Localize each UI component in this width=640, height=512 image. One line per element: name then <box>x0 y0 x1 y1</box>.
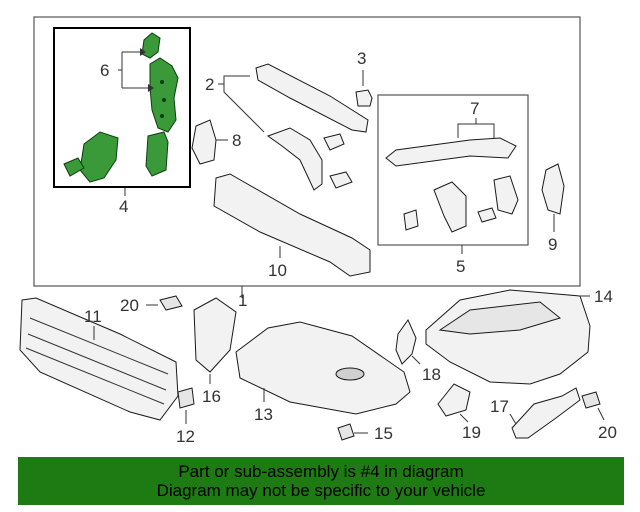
part-9-bracket[interactable] <box>541 163 565 215</box>
part-7-bracket-assembly[interactable] <box>385 137 517 167</box>
callout-17: 17 <box>490 397 509 416</box>
leader-6 <box>118 51 148 89</box>
main-assembly-box <box>33 16 581 287</box>
callout-4: 4 <box>119 197 128 216</box>
callout-14: 14 <box>594 287 613 306</box>
part-3-bolt[interactable] <box>355 70 373 107</box>
bolts-main[interactable] <box>323 133 353 189</box>
part-4-lower-bracket[interactable] <box>145 131 169 177</box>
leader-18 <box>411 355 421 365</box>
callout-13: 13 <box>254 405 273 424</box>
part-4-side-bracket[interactable] <box>63 131 119 183</box>
callout-15: 15 <box>374 424 393 443</box>
part-11-radiator-shroud[interactable] <box>19 297 179 421</box>
part-13-undercover[interactable] <box>235 321 411 415</box>
part-20-clip-right[interactable] <box>581 391 601 409</box>
banner-line-2: Diagram may not be specific to your vehi… <box>156 481 486 500</box>
part-5-components[interactable] <box>403 175 519 233</box>
part-16-bracket[interactable] <box>193 297 237 373</box>
part-20-clip-left[interactable] <box>159 295 183 311</box>
part-17-bracket[interactable] <box>511 387 581 439</box>
part-15-clip[interactable] <box>337 423 355 441</box>
leader-2 <box>218 75 265 133</box>
parts-diagram: 1 2 3 4 5 6 7 8 9 10 11 12 13 14 15 16 1… <box>19 16 617 446</box>
part-18-bracket[interactable] <box>395 318 417 365</box>
callout-16: 16 <box>202 387 221 406</box>
callout-1: 1 <box>238 291 247 310</box>
part-12-clip[interactable] <box>177 387 195 409</box>
leader-17 <box>509 413 517 425</box>
banner-line-1: Part or sub-assembly is #4 in diagram <box>178 462 464 481</box>
callout-10: 10 <box>268 261 287 280</box>
info-banner: Part or sub-assembly is #4 in diagram Di… <box>18 457 624 505</box>
callout-19: 19 <box>462 423 481 442</box>
leader-7 <box>457 118 495 138</box>
leader-19 <box>459 413 469 423</box>
part-8-bracket[interactable] <box>191 119 217 165</box>
callout-2: 2 <box>205 75 214 94</box>
callout-7: 7 <box>470 99 479 118</box>
leader-20b <box>597 407 605 421</box>
sub-assembly-box-5 <box>377 94 529 246</box>
callout-20-left: 20 <box>120 296 139 315</box>
callout-5: 5 <box>456 257 465 276</box>
callout-3: 3 <box>357 49 366 68</box>
callout-12: 12 <box>176 427 195 446</box>
callout-11: 11 <box>84 307 102 326</box>
part-14-splash-shield[interactable] <box>425 289 591 385</box>
callout-20-right: 20 <box>598 423 617 442</box>
callout-8: 8 <box>232 131 241 150</box>
callout-6: 6 <box>100 61 109 80</box>
part-6-vertical-support[interactable] <box>149 57 179 133</box>
callout-9: 9 <box>548 235 557 254</box>
part-10-bumper-reinforcement[interactable] <box>213 173 371 277</box>
part-19-bracket[interactable] <box>437 383 471 417</box>
callout-18: 18 <box>422 365 441 384</box>
part-2-upper-tie-bar[interactable] <box>255 63 369 191</box>
